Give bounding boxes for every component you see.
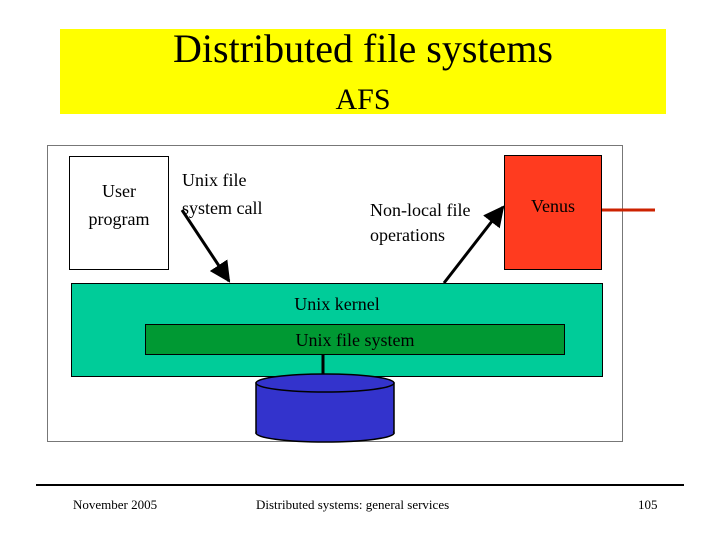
footer-course: Distributed systems: general services: [256, 497, 450, 512]
user-program-box: User program: [69, 156, 169, 270]
title-band: [60, 29, 666, 114]
unix-kernel-label: Unix kernel: [294, 294, 380, 314]
nonlocal-arrow-icon: [442, 205, 505, 284]
slide-subtitle: AFS: [335, 83, 391, 116]
page-number: 105: [638, 497, 658, 512]
user-program-label: User program: [88, 181, 150, 229]
footer-rule: [36, 484, 684, 486]
syscall-label: Unix file system call: [182, 170, 263, 218]
venus-label: Venus: [531, 196, 575, 216]
disk-icon: [255, 373, 395, 443]
unix-file-system-box: Unix file system: [145, 324, 565, 355]
venus-box: Venus: [504, 155, 602, 270]
syscall-arrow-icon: [180, 209, 231, 283]
nonlocal-operations-label: Non-local file operations: [370, 200, 471, 245]
slide-title: Distributed file systems: [173, 26, 553, 71]
footer-date: November 2005: [73, 497, 158, 512]
unix-file-system-label: Unix file system: [295, 330, 415, 350]
